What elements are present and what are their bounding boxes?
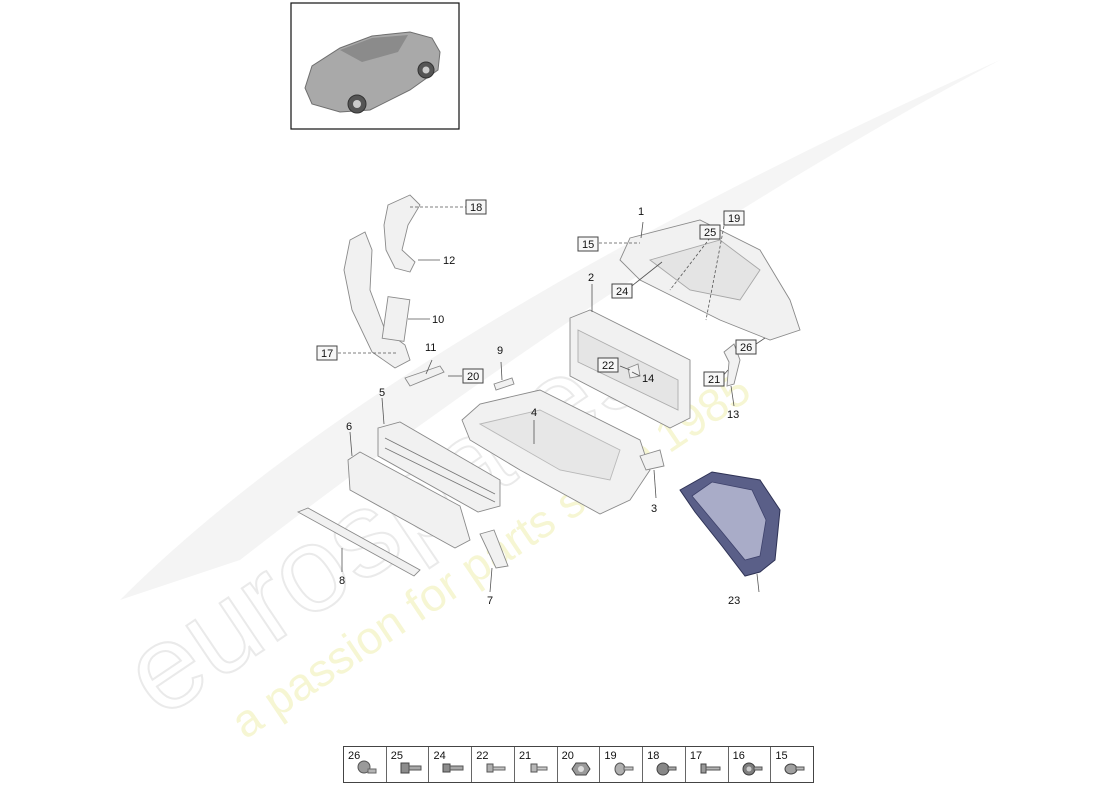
svg-text:15: 15 [582, 239, 594, 251]
callout-20: 20 [462, 368, 484, 384]
legend-number: 18 [647, 750, 660, 762]
boxed-callouts: 15 17 18 19 20 21 22 24 25 26 [316, 199, 757, 387]
vehicle-thumbnail [290, 2, 460, 130]
svg-text:24: 24 [616, 286, 628, 298]
legend-cell: 15 [771, 747, 813, 782]
part-clip-11 [404, 365, 445, 387]
svg-text:19: 19 [728, 213, 740, 225]
part-clip-9 [493, 377, 515, 391]
watermark-swoosh [120, 60, 1000, 600]
legend-cell: 19 [600, 747, 644, 782]
bolt-icon [571, 762, 591, 776]
bolt-icon [486, 763, 506, 773]
bolt-icon [442, 763, 464, 773]
bolt-icon [784, 763, 805, 775]
legend-cell: 17 [686, 747, 729, 782]
svg-text:18: 18 [470, 202, 482, 214]
callout-11: 11 [425, 342, 436, 354]
callout-14: 14 [642, 373, 654, 385]
callout-24: 24 [611, 283, 633, 299]
legend-number: 17 [689, 750, 703, 762]
legend-number: 26 [348, 750, 361, 762]
svg-text:26: 26 [740, 342, 752, 354]
legend-cell: 25 [387, 747, 430, 782]
part-bracket-left-upper [383, 194, 421, 273]
legend-cell: 16 [729, 747, 772, 782]
suv-thumbnail-icon [304, 31, 441, 114]
svg-text:21: 21 [708, 374, 720, 386]
svg-text:17: 17 [321, 348, 333, 360]
part-trim-8 [296, 507, 421, 577]
bolt-icon [700, 763, 721, 774]
callout-10: 10 [432, 314, 444, 326]
callout-6: 6 [346, 421, 352, 433]
callout-7: 7 [487, 595, 493, 607]
callout-5: 5 [379, 387, 385, 399]
callout-15: 15 [577, 236, 599, 252]
callout-12: 12 [443, 255, 455, 267]
svg-text:25: 25 [704, 227, 716, 239]
legend-number: 16 [732, 750, 745, 762]
legend-cell: 26 [344, 747, 387, 782]
part-air-duct-23 [679, 471, 781, 577]
callouts: 1 2 3 4 5 6 7 8 9 10 11 12 13 14 23 [339, 206, 740, 607]
legend-number: 25 [390, 750, 403, 762]
fastener-legend: 26 25 24 22 21 20 19 18 17 16 15 [343, 746, 814, 783]
callout-22: 22 [597, 357, 619, 373]
bolt-icon [656, 762, 677, 776]
legend-cell: 22 [472, 747, 515, 782]
bolt-icon [614, 762, 634, 776]
legend-cell: 20 [558, 747, 601, 782]
legend-cell: 21 [515, 747, 558, 782]
callout-25: 25 [699, 224, 721, 240]
bolt-icon [357, 760, 377, 774]
bolt-icon [742, 762, 763, 776]
svg-text:20: 20 [467, 371, 479, 383]
bolt-icon [530, 763, 548, 773]
bolt-icon [400, 762, 422, 774]
callout-18: 18 [465, 199, 487, 215]
callout-19: 19 [723, 210, 745, 226]
callout-1: 1 [638, 206, 644, 218]
part-grille-5 [377, 421, 501, 513]
legend-number: 24 [433, 750, 446, 762]
legend-cell: 24 [429, 747, 473, 782]
callout-8: 8 [339, 575, 345, 587]
callout-9: 9 [497, 345, 503, 357]
part-carrier-left [343, 231, 411, 369]
legend-number: 19 [604, 750, 617, 762]
callout-3: 3 [651, 503, 657, 515]
callout-4: 4 [531, 407, 537, 419]
callout-21: 21 [703, 371, 725, 387]
callout-26: 26 [735, 339, 757, 355]
part-shutter-6 [347, 451, 471, 549]
callout-2: 2 [588, 272, 594, 284]
part-lower-grille-frame [461, 389, 651, 515]
part-3 [639, 449, 665, 471]
svg-text:22: 22 [602, 360, 614, 372]
legend-number: 22 [476, 750, 489, 762]
callout-17: 17 [316, 345, 338, 361]
callout-13: 13 [727, 409, 739, 421]
legend-number: 21 [518, 750, 532, 762]
callout-23: 23 [728, 595, 740, 607]
legend-cell: 18 [643, 747, 686, 782]
part-7 [479, 529, 509, 569]
part-crossmember [619, 219, 801, 341]
legend-number: 15 [775, 750, 788, 762]
leader-lines [338, 206, 766, 593]
legend-number: 20 [561, 750, 574, 762]
